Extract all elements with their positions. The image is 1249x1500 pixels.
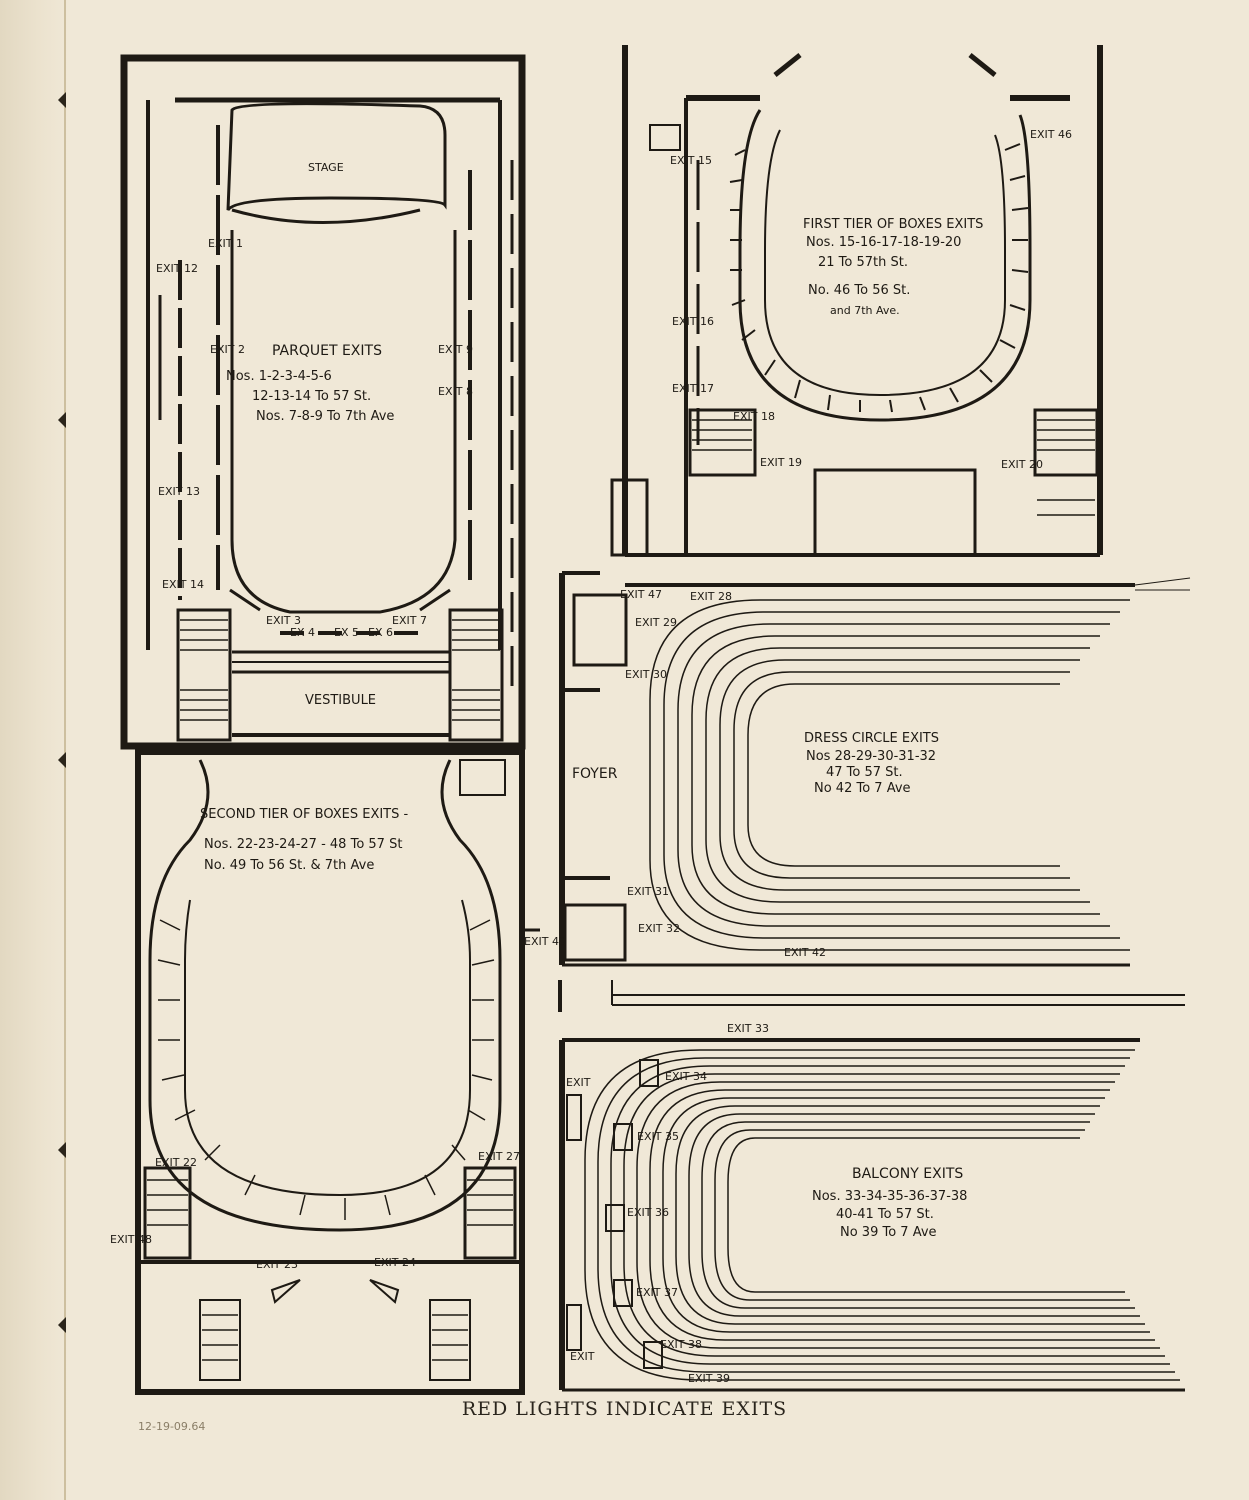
foyer-label: FOYER: [572, 766, 618, 782]
exit-18: EXIT 18: [733, 410, 775, 423]
binding-holes: [58, 92, 66, 1333]
dress-circle-title: DRESS CIRCLE EXITS: [804, 731, 939, 746]
exit-30: EXIT 30: [625, 668, 667, 681]
dress-circle-line-2: 47 To 57 St.: [826, 765, 903, 780]
exit-5: EX 5: [334, 626, 359, 639]
exit-6: EX 6: [368, 626, 393, 639]
balcony-line-1: Nos. 33-34-35-36-37-38: [812, 1189, 967, 1204]
balcony-labels: BALCONY EXITS Nos. 33-34-35-36-37-38 40-…: [566, 1022, 967, 1385]
parquet-labels: STAGE VESTIBULE PARQUET EXITS Nos. 1-2-3…: [156, 161, 473, 708]
exit-22: EXIT 22: [155, 1156, 197, 1169]
exit-49: EXIT 49: [524, 935, 566, 948]
exit-48: EXIT 48: [110, 1233, 152, 1246]
exit-46: EXIT 46: [1030, 128, 1072, 141]
exit-36: EXIT 36: [627, 1206, 669, 1219]
parquet-plan: [120, 54, 526, 750]
exit-34: EXIT 34: [665, 1070, 707, 1083]
dress-circle-line-3: No 42 To 7 Ave: [814, 781, 911, 796]
first-tier-line-1: Nos. 15-16-17-18-19-20: [806, 235, 961, 250]
exit-19: EXIT 19: [760, 456, 802, 469]
exit-9: EXIT 9: [438, 343, 473, 356]
first-tier-line-2: 21 To 57th St.: [818, 255, 908, 270]
exit-17: EXIT 17: [672, 382, 714, 395]
exit-33: EXIT 33: [727, 1022, 769, 1035]
balcony-plan: [558, 980, 1185, 1392]
second-tier-title: SECOND TIER OF BOXES EXITS -: [200, 807, 409, 822]
inventory-mark: 12-19-09.64: [138, 1420, 206, 1433]
second-tier-line-2: No. 49 To 56 St. & 7th Ave: [204, 858, 374, 873]
exit-8: EXIT 8: [438, 385, 473, 398]
second-tier-labels: SECOND TIER OF BOXES EXITS - Nos. 22-23-…: [110, 807, 566, 1271]
exit-west-upper: EXIT: [566, 1076, 591, 1089]
exit-13: EXIT 13: [158, 485, 200, 498]
exit-38: EXIT 38: [660, 1338, 702, 1351]
dress-circle-plan: [559, 571, 1191, 967]
page-fold: [64, 0, 66, 1500]
first-tier-title: FIRST TIER OF BOXES EXITS: [803, 217, 983, 232]
exit-12: EXIT 12: [156, 262, 198, 275]
exit-14: EXIT 14: [162, 578, 204, 591]
stage-label: STAGE: [308, 161, 344, 174]
dress-circle-labels: FOYER DRESS CIRCLE EXITS Nos 28-29-30-31…: [572, 588, 939, 959]
exit-7: EXIT 7: [392, 614, 427, 627]
balcony-line-3: No 39 To 7 Ave: [840, 1225, 937, 1240]
exit-29: EXIT 29: [635, 616, 677, 629]
second-tier-line-1: Nos. 22-23-24-27 - 48 To 57 St: [204, 837, 402, 852]
first-tier-line-4: and 7th Ave.: [830, 304, 900, 317]
binding-gutter: [0, 0, 70, 1500]
exit-3: EXIT 3: [266, 614, 301, 627]
first-tier-labels: FIRST TIER OF BOXES EXITS Nos. 15-16-17-…: [670, 128, 1072, 471]
exit-37: EXIT 37: [636, 1286, 678, 1299]
exit-west-lower: EXIT: [570, 1350, 595, 1363]
exit-47: EXIT 47: [620, 588, 662, 601]
parquet-line-2: 12-13-14 To 57 St.: [252, 389, 371, 404]
exit-23: EXIT 23: [256, 1258, 298, 1271]
second-tier-plan: [135, 749, 540, 1395]
exit-2: EXIT 2: [210, 343, 245, 356]
parquet-line-1: Nos. 1-2-3-4-5-6: [226, 369, 332, 384]
exit-39: EXIT 39: [688, 1372, 730, 1385]
exit-27: EXIT 27: [478, 1150, 520, 1163]
dress-circle-line-1: Nos 28-29-30-31-32: [806, 749, 936, 764]
exit-15: EXIT 15: [670, 154, 712, 167]
exit-24: EXIT 24: [374, 1256, 416, 1269]
exit-31: EXIT 31: [627, 885, 669, 898]
first-tier-plan: [610, 45, 1103, 557]
exit-16: EXIT 16: [672, 315, 714, 328]
caption: RED LIGHTS INDICATE EXITS: [461, 1398, 788, 1420]
parquet-title: PARQUET EXITS: [272, 343, 382, 359]
exit-20: EXIT 20: [1001, 458, 1043, 471]
first-tier-line-3: No. 46 To 56 St.: [808, 283, 910, 298]
exit-32: EXIT 32: [638, 922, 680, 935]
exit-42: EXIT 42: [784, 946, 826, 959]
balcony-title: BALCONY EXITS: [852, 1166, 963, 1182]
vestibule-label: VESTIBULE: [305, 693, 376, 708]
exit-35: EXIT 35: [637, 1130, 679, 1143]
exit-4: EX 4: [290, 626, 315, 639]
balcony-line-2: 40-41 To 57 St.: [836, 1207, 934, 1222]
parquet-line-3: Nos. 7-8-9 To 7th Ave: [256, 409, 394, 424]
exit-1: EXIT 1: [208, 237, 243, 250]
exit-28: EXIT 28: [690, 590, 732, 603]
